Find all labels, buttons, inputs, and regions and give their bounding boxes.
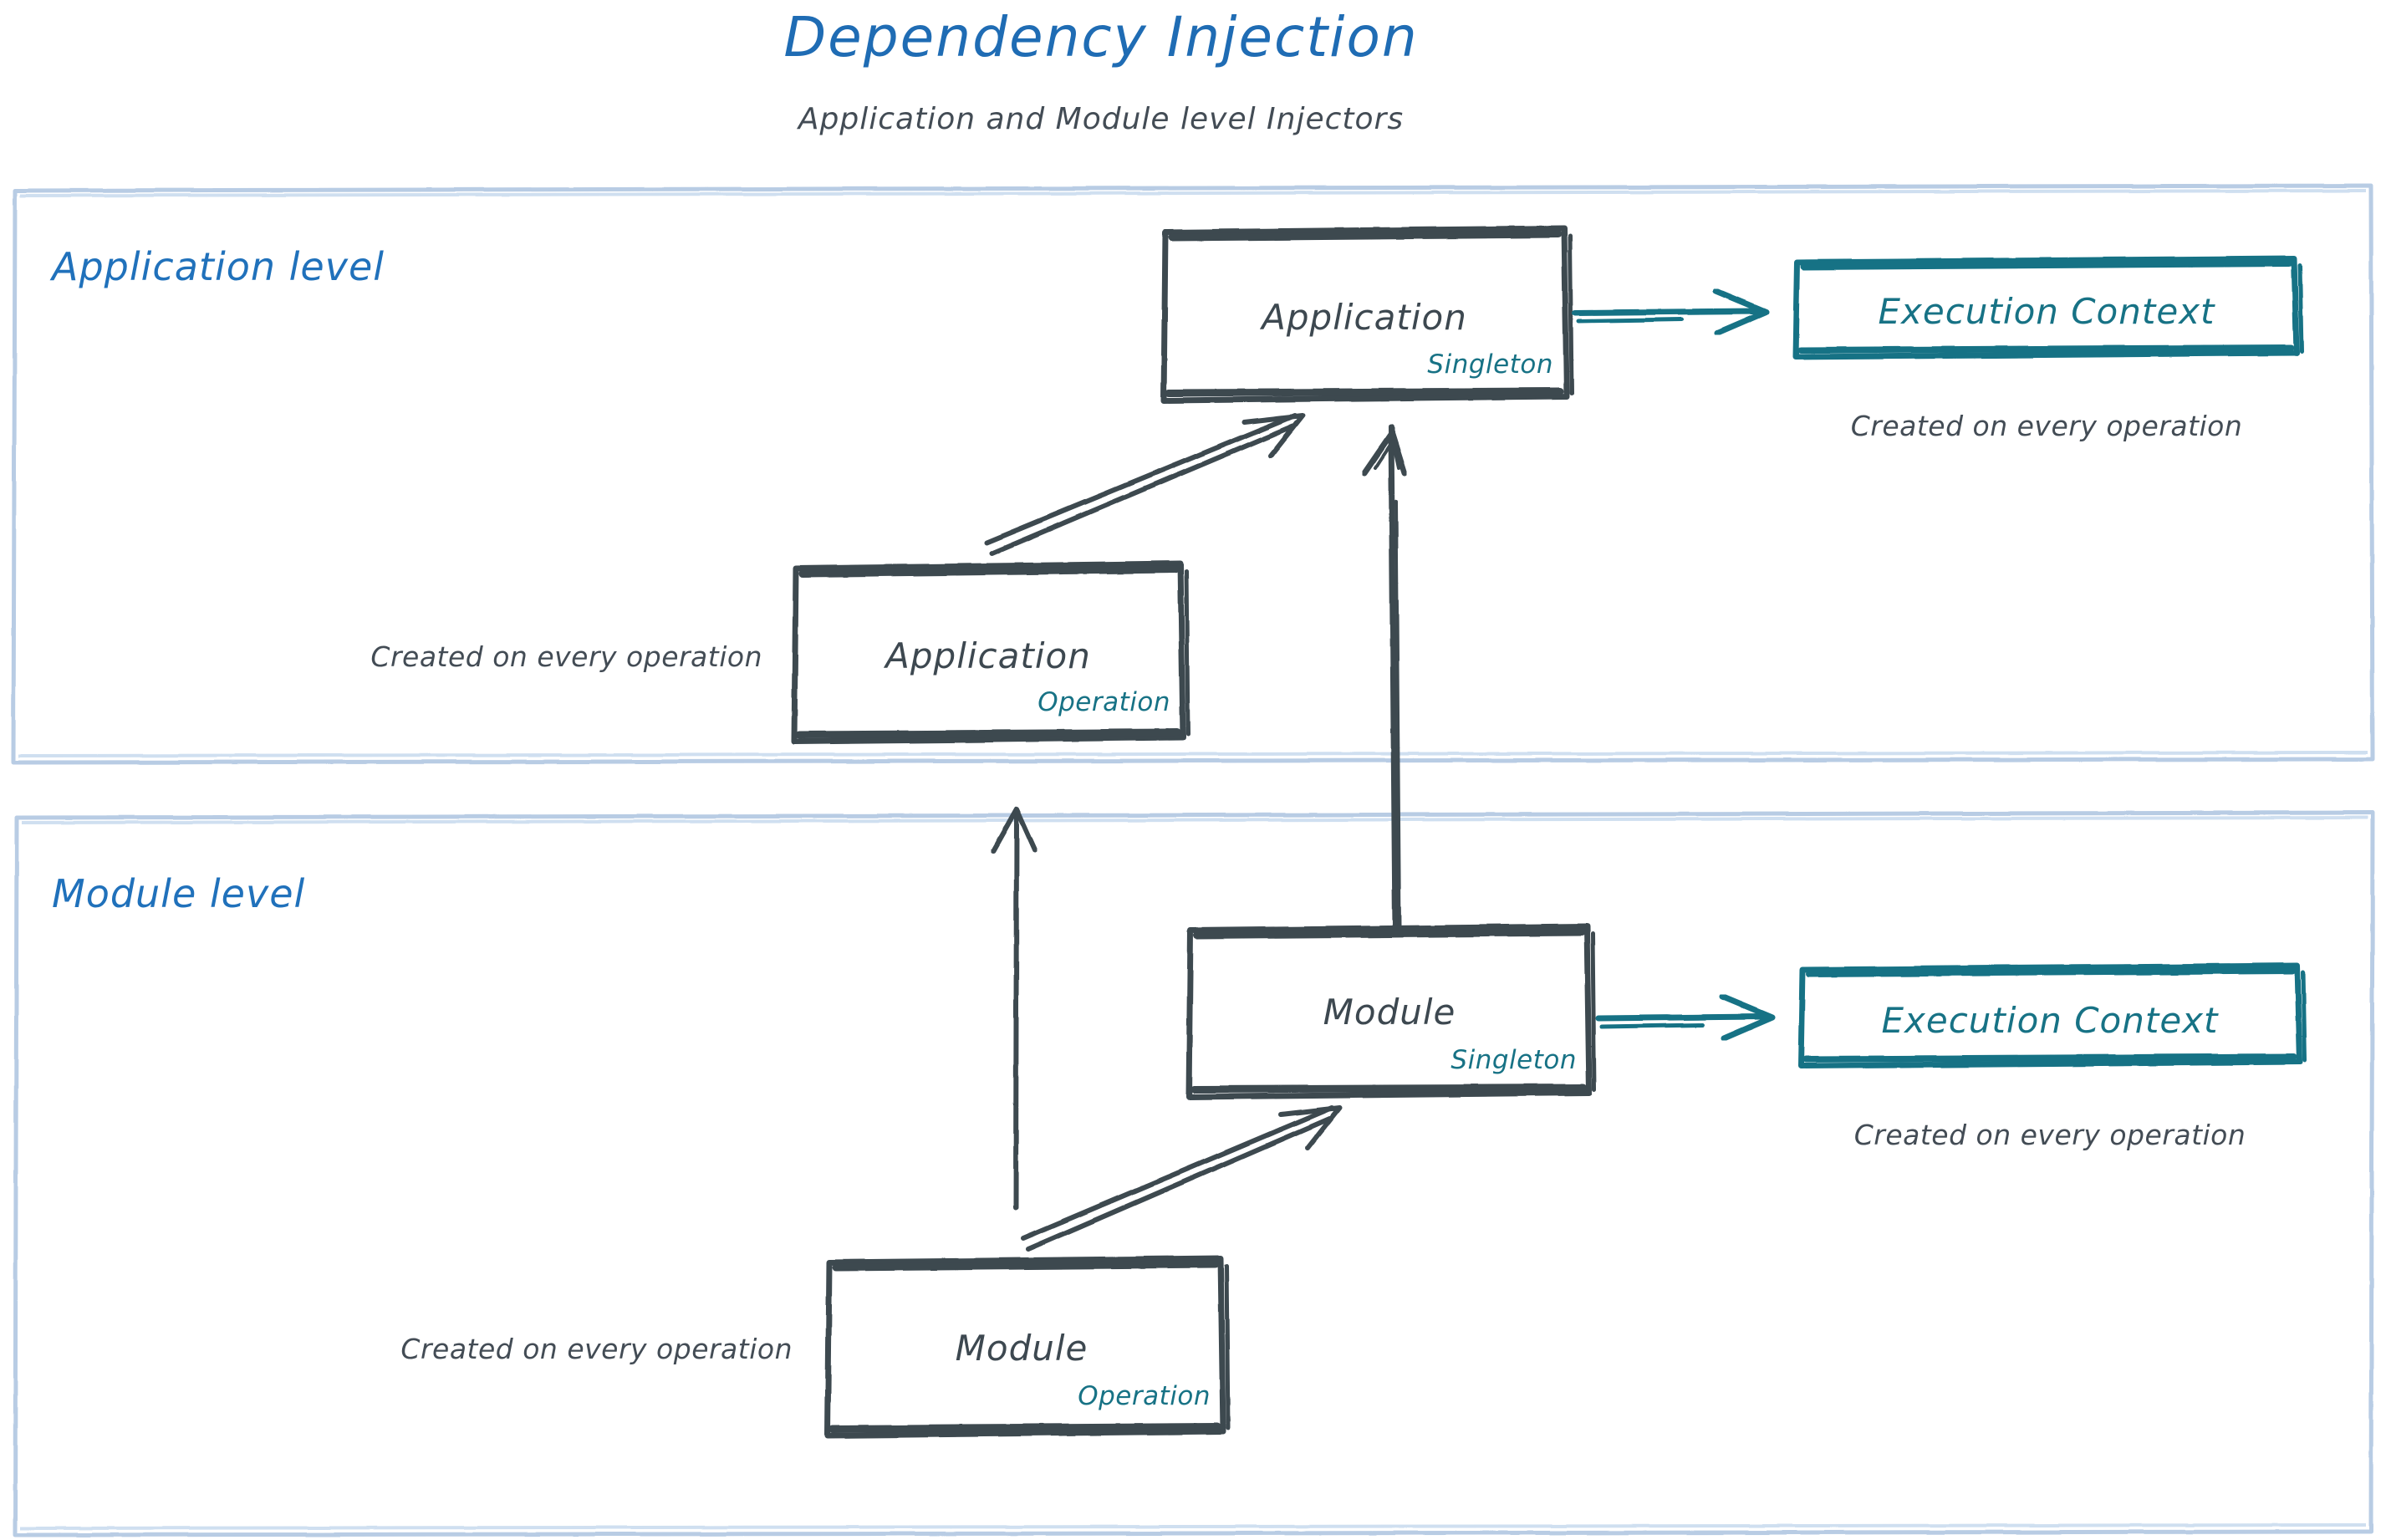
caption-application-execution-context: Created on every operation — [1850, 410, 2243, 442]
node-title-module-operation: Module — [955, 1328, 1088, 1369]
edge-application-singleton-to-execution-context — [1572, 288, 1769, 336]
edge-module-operation-to-application-level — [991, 807, 1038, 1211]
edge-application-operation-to-application-singleton — [984, 413, 1305, 556]
caption-module-execution-context: Created on every operation — [1853, 1119, 2246, 1151]
node-module-operation[interactable] — [824, 1255, 1231, 1439]
node-scope-application-singleton: Singleton — [1427, 349, 1553, 380]
node-scope-module-operation: Operation — [1078, 1381, 1211, 1411]
module-level-panel — [13, 810, 2375, 1537]
edge-module-singleton-to-application-singleton — [1361, 424, 1408, 933]
panel-label-module-level: Module level — [52, 871, 306, 916]
node-scope-module-singleton: Singleton — [1450, 1045, 1577, 1075]
node-application-operation[interactable] — [791, 560, 1190, 745]
page-title: Dependency Injection — [783, 5, 1419, 69]
node-title-module-singleton: Module — [1323, 992, 1456, 1033]
node-title-application-singleton: Application — [1262, 297, 1467, 338]
edge-module-singleton-to-execution-context — [1595, 993, 1776, 1042]
node-module-execution-context[interactable] — [1797, 962, 2307, 1069]
node-scope-application-operation: Operation — [1038, 687, 1170, 717]
node-application-singleton[interactable] — [1160, 225, 1574, 404]
node-module-singleton[interactable] — [1185, 923, 1597, 1100]
node-title-application-execution-context: Execution Context — [1878, 291, 2215, 332]
page-subtitle: Application and Module level Injectors — [798, 102, 1405, 136]
caption-application-operation: Created on every operation — [370, 640, 762, 673]
node-title-module-execution-context: Execution Context — [1881, 1000, 2219, 1041]
node-application-execution-context[interactable] — [1792, 255, 2304, 360]
application-level-panel — [11, 183, 2375, 765]
panel-label-application-level: Application level — [52, 244, 385, 289]
edge-module-operation-to-module-singleton — [1021, 1105, 1342, 1252]
caption-module-operation: Created on every operation — [400, 1333, 793, 1365]
node-title-application-operation: Application — [885, 635, 1091, 676]
